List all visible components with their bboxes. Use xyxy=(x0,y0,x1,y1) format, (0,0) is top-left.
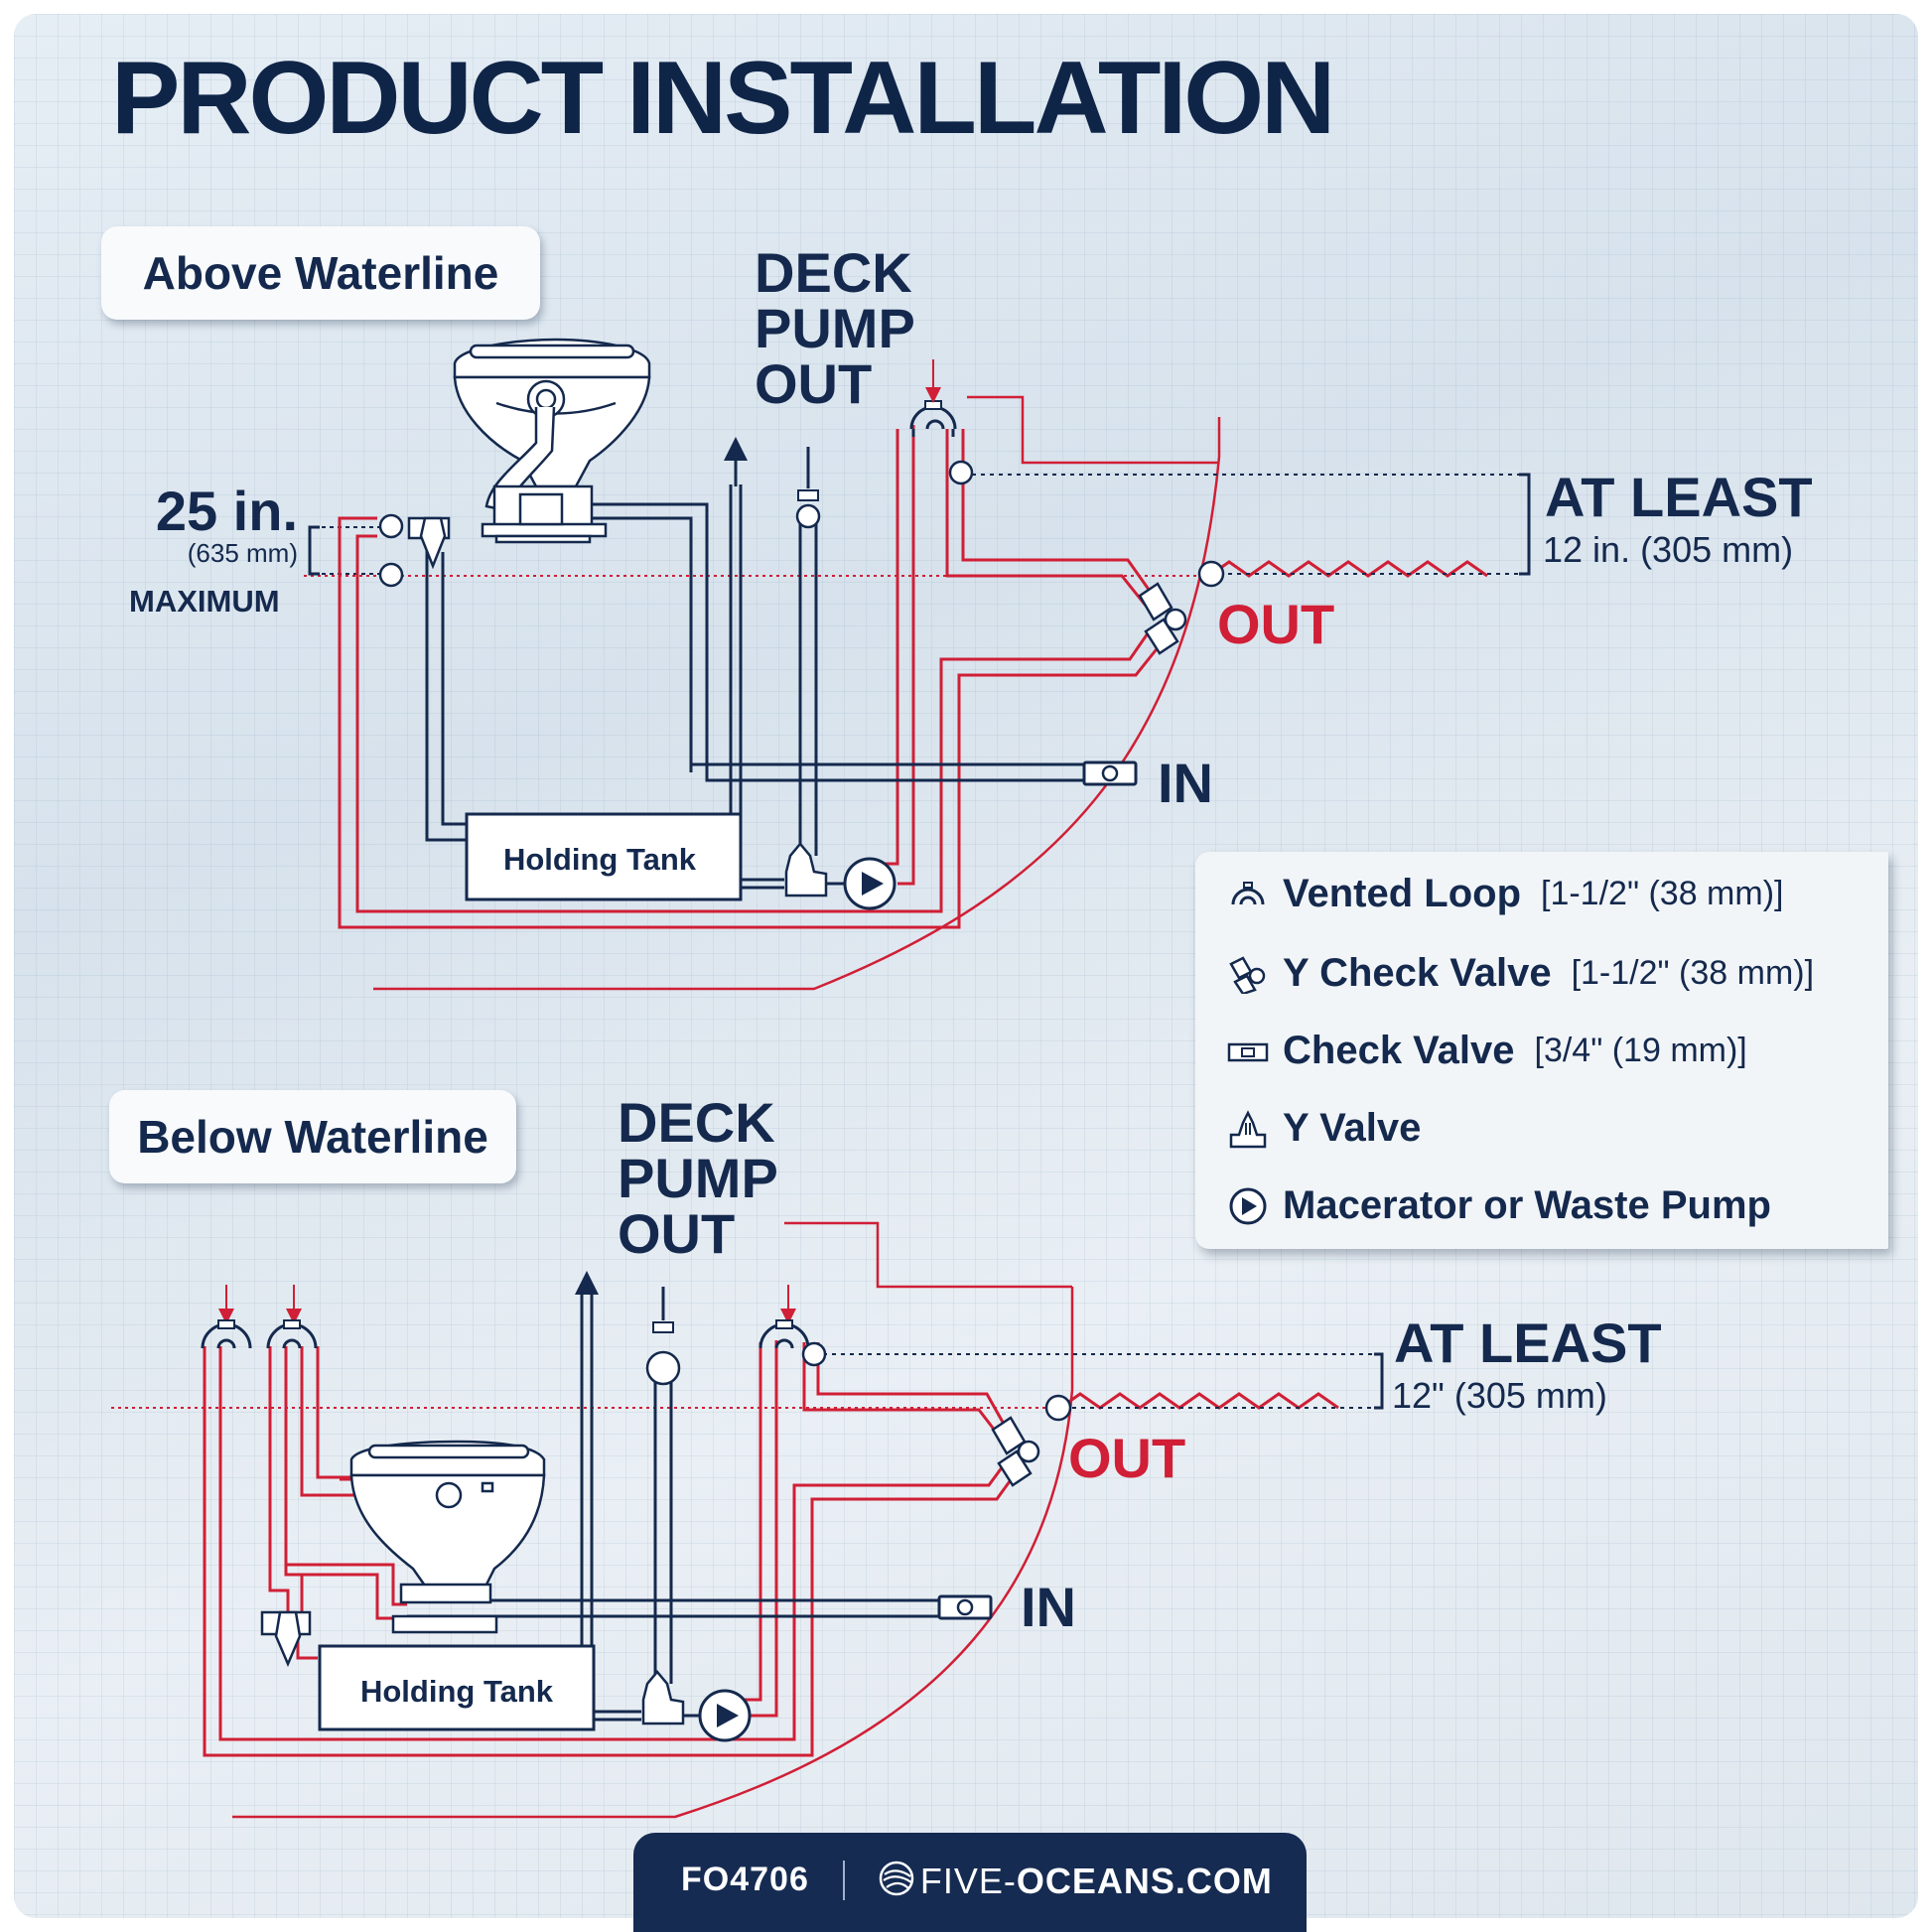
footer-bar: FO4706 FIVE- OCEANS.COM xyxy=(633,1833,1307,1932)
legend-name: Vented Loop xyxy=(1283,872,1521,915)
above-deck-label-3: OUT xyxy=(755,352,872,415)
below-bottom-y-valve xyxy=(641,1670,685,1725)
at-least-bracket-below xyxy=(1374,1352,1384,1410)
below-y-check-valve xyxy=(991,1416,1040,1487)
above-waterline-label: Above Waterline xyxy=(101,226,540,320)
legend-size: [1-1/2" (38 mm)] xyxy=(1571,954,1815,992)
below-at-least-value: 12" (305 mm) xyxy=(1392,1375,1607,1416)
legend-name: Macerator or Waste Pump xyxy=(1283,1183,1771,1227)
below-check-valve xyxy=(937,1594,993,1620)
y-valve-icon xyxy=(1229,1109,1267,1148)
above-y-check-valve xyxy=(1138,582,1187,655)
below-out-label: OUT xyxy=(1068,1427,1185,1489)
vented-loop-icon xyxy=(1231,881,1265,904)
max-word: MAXIMUM xyxy=(129,584,280,619)
legend-item-y-valve: Y Valve xyxy=(1225,1106,1421,1151)
below-in-label: IN xyxy=(1021,1576,1076,1638)
macerator-pump-icon xyxy=(1229,1187,1267,1224)
at-least-bracket xyxy=(1519,473,1531,576)
below-deck-label-2: PUMP xyxy=(618,1147,778,1209)
legend-item-vented-loop: Vented Loop [1-1/2" (38 mm)] xyxy=(1225,872,1783,916)
brand-bold: OCEANS.COM xyxy=(1016,1861,1273,1901)
max-bracket xyxy=(308,525,320,576)
at-least-value: 12 in. (305 mm) xyxy=(1543,529,1793,570)
below-toilet xyxy=(349,1440,546,1634)
above-deck-label-2: PUMP xyxy=(755,297,915,359)
above-vented-loop xyxy=(909,405,957,430)
below-deck-label-3: OUT xyxy=(618,1202,735,1265)
at-least-label: AT LEAST xyxy=(1545,466,1813,528)
five-oceans-logo-icon xyxy=(879,1861,914,1896)
above-deck-label-1: DECK xyxy=(755,241,912,304)
legend-size: [3/4" (19 mm)] xyxy=(1534,1032,1747,1069)
below-tank-label: Holding Tank xyxy=(360,1674,554,1709)
hull-line-below xyxy=(232,1287,1074,1819)
legend-name: Y Check Valve xyxy=(1283,951,1552,995)
product-code: FO4706 xyxy=(681,1861,809,1898)
legend-item-check-valve: Check Valve [3/4" (19 mm)] xyxy=(1225,1029,1747,1073)
below-y-valve xyxy=(274,1610,302,1668)
legend-name: Y Valve xyxy=(1283,1106,1422,1150)
legend-item-macerator: Macerator or Waste Pump xyxy=(1225,1183,1771,1228)
above-toilet xyxy=(453,338,651,544)
below-waterline-diagram: Holding Tank xyxy=(111,1221,1384,1819)
legend-size: [1-1/2" (38 mm)] xyxy=(1541,875,1784,912)
check-valve-icon xyxy=(1227,1042,1269,1061)
below-deck-label-1: DECK xyxy=(618,1091,775,1154)
above-tank-label: Holding Tank xyxy=(503,842,697,877)
max-mm: (635 mm) xyxy=(188,538,298,568)
legend-item-y-check-valve: Y Check Valve [1-1/2" (38 mm)] xyxy=(1225,951,1814,996)
above-bottom-y-valve xyxy=(784,842,828,897)
legend-name: Check Valve xyxy=(1283,1029,1515,1072)
below-waterline-label: Below Waterline xyxy=(109,1090,516,1183)
below-at-least-label: AT LEAST xyxy=(1394,1311,1662,1374)
above-holding-tank xyxy=(465,812,743,901)
deck-pump-out-line xyxy=(967,395,1219,465)
y-check-valve-icon xyxy=(1229,955,1266,994)
above-y-valve xyxy=(419,516,447,570)
page-title: PRODUCT INSTALLATION xyxy=(111,41,1335,156)
above-waterline-diagram: Holding Tank xyxy=(304,338,1531,991)
legend-panel: Vented Loop [1-1/2" (38 mm)] Y Check Val… xyxy=(1195,852,1888,1249)
water-waves-below xyxy=(1059,1392,1339,1410)
footer-divider xyxy=(842,1861,845,1900)
below-holding-tank xyxy=(318,1644,596,1731)
max-value: 25 in. xyxy=(156,480,298,542)
deck-pump-out-line-below xyxy=(784,1221,1072,1289)
above-in-label: IN xyxy=(1158,752,1213,814)
brand-light: FIVE- xyxy=(919,1861,1017,1901)
water-waves xyxy=(1208,560,1488,578)
above-check-valve xyxy=(1082,760,1138,786)
above-out-label: OUT xyxy=(1217,593,1334,655)
hull-line xyxy=(373,417,1221,991)
